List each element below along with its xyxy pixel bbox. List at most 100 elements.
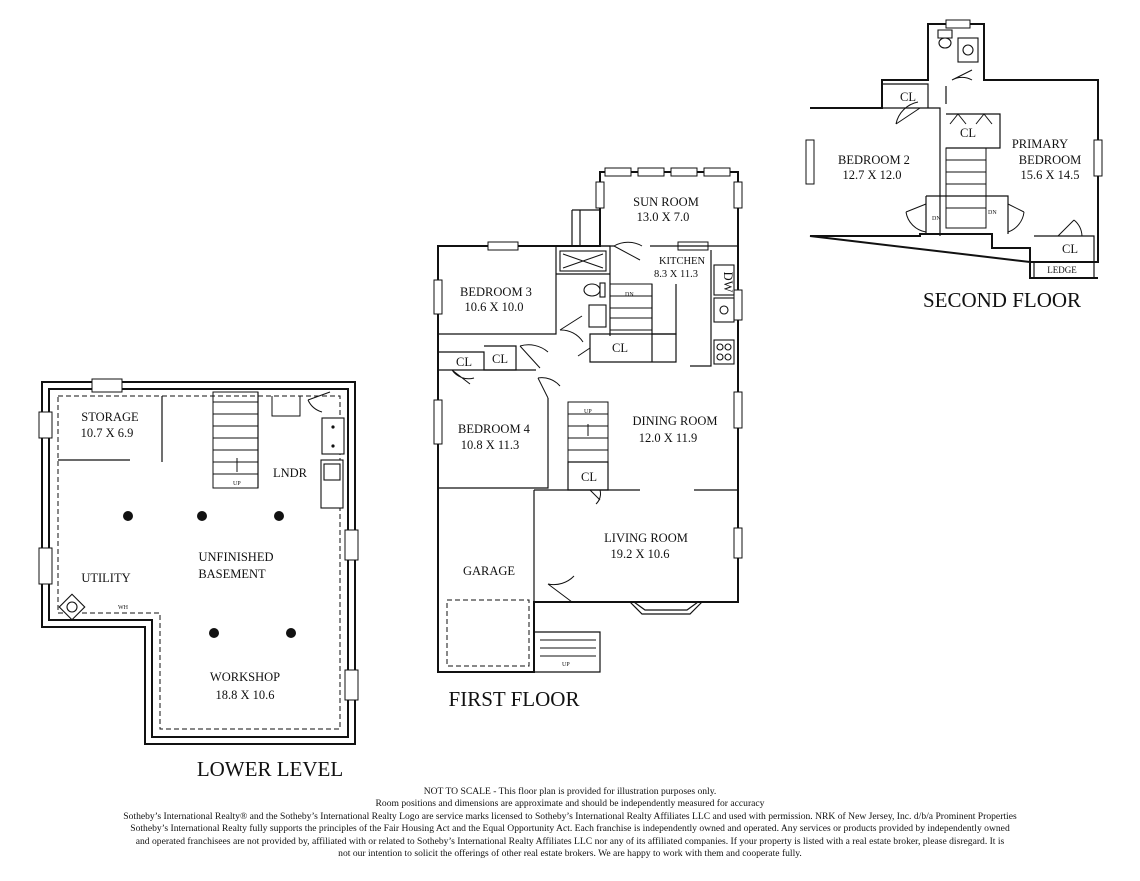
bed3-dims: 10.6 X 10.0	[464, 300, 523, 314]
floor-plan-drawing: UP STORAGE 10.7 X 6.9 LNDR UNFINISHED BA…	[38, 19, 1103, 781]
lower-stairs-up-label: UP	[233, 481, 241, 487]
disclaimer-line: and operated franchisees are not provide…	[135, 835, 1005, 847]
sunroom-window	[733, 181, 743, 209]
second-floor-title: SECOND FLOOR	[923, 288, 1081, 312]
bed4-name: BEDROOM 4	[458, 422, 531, 436]
bed4-dims: 10.8 X 11.3	[461, 438, 520, 452]
lower-window	[344, 669, 359, 701]
lower-inner-wall	[48, 388, 349, 738]
lndr-door	[307, 391, 331, 413]
dining-dims: 12.0 X 11.9	[639, 431, 698, 445]
second-outer-wall	[809, 23, 1099, 279]
living-name: LIVING ROOM	[604, 531, 688, 545]
stove	[713, 339, 735, 365]
primary-name-line1: PRIMARY	[1012, 137, 1068, 151]
lower-level-title: LOWER LEVEL	[197, 757, 343, 781]
main-stairs-up-label: UP	[584, 409, 592, 415]
second-window	[1093, 139, 1103, 177]
lower-stairs	[212, 391, 301, 489]
kitchen-name: KITCHEN	[659, 256, 705, 267]
storage-name: STORAGE	[81, 410, 139, 424]
wh-label: WH	[118, 605, 129, 611]
sunroom-window	[595, 181, 605, 209]
first-window	[487, 241, 519, 251]
lower-window	[91, 378, 123, 393]
first-window	[433, 279, 443, 315]
support-column	[209, 628, 219, 638]
sunroom-window	[637, 167, 665, 177]
second-toilet	[937, 29, 953, 39]
sunroom-dims: 13.0 X 7.0	[637, 210, 690, 224]
sunroom-window	[604, 167, 632, 177]
hall-closet-1: CL	[456, 355, 472, 369]
storage-dims: 10.7 X 6.9	[81, 426, 134, 440]
bed2-name: BEDROOM 2	[838, 153, 910, 167]
bay-window	[629, 601, 703, 615]
dishwasher	[713, 264, 735, 296]
sunroom-name: SUN ROOM	[633, 195, 699, 209]
lower-level-plan: UP STORAGE 10.7 X 6.9 LNDR UNFINISHED BA…	[38, 378, 359, 781]
lower-window	[38, 547, 53, 585]
lndr-name: LNDR	[273, 466, 308, 480]
first-window	[733, 391, 743, 429]
dining-name: DINING ROOM	[632, 414, 717, 428]
bed2-closet-door	[895, 101, 921, 125]
second-stairs-dn-left: DN	[932, 216, 941, 222]
lower-dashed-wall	[57, 395, 341, 730]
bed2-dims: 12.7 X 12.0	[842, 168, 901, 182]
lower-outer-wall	[41, 381, 356, 745]
support-column	[286, 628, 296, 638]
laundry-sink	[321, 417, 345, 455]
bed4-wall	[438, 369, 549, 489]
stair-closet-label: CL	[581, 470, 597, 484]
front-steps-up-label: UP	[562, 662, 570, 668]
disclaimer-line: NOT TO SCALE - This floor plan is provid…	[423, 786, 717, 797]
stair-door-right	[1007, 203, 1025, 233]
entry-door	[547, 575, 575, 603]
kitchen-closet-label: CL	[612, 341, 628, 355]
first-window	[733, 527, 743, 559]
toilet	[583, 283, 601, 297]
disclaimer-line: Room positions and dimensions are approx…	[375, 798, 765, 810]
first-window	[733, 289, 743, 321]
ledge-box	[1033, 261, 1095, 279]
disclaimer-line: not our intention to solicit the offerin…	[338, 848, 802, 860]
utility-name: UTILITY	[81, 571, 130, 585]
dishwasher-label: DW	[721, 272, 735, 293]
support-column	[197, 511, 207, 521]
kitchen-counter	[690, 250, 712, 367]
kitchen-stairs	[609, 283, 677, 335]
first-floor-title: FIRST FLOOR	[449, 687, 580, 711]
second-stairs-dn-right: DN	[988, 210, 997, 216]
front-steps	[534, 631, 601, 673]
sunroom-window	[703, 167, 731, 177]
lower-window	[344, 529, 359, 561]
basement-name-line2: BASEMENT	[198, 567, 266, 581]
kitchen-dims: 8.3 X 11.3	[654, 269, 698, 280]
bed3-wall	[438, 246, 557, 335]
sunroom-window	[670, 167, 698, 177]
storage-wall	[58, 396, 163, 462]
primary-dims: 15.6 X 14.5	[1020, 168, 1079, 182]
workshop-name: WORKSHOP	[210, 670, 280, 684]
garage-door-dashed	[446, 599, 530, 667]
center-closet-label: CL	[960, 126, 976, 140]
second-bath-window	[945, 19, 971, 29]
living-dims: 19.2 X 10.6	[610, 547, 669, 561]
bed3-door	[559, 315, 584, 343]
second-window	[805, 139, 815, 185]
disclaimer-text: NOT TO SCALE - This floor plan is provid…	[20, 786, 1120, 860]
stair-door-left	[905, 203, 927, 233]
bed2-closet-label: CL	[900, 90, 916, 104]
first-outer-wall	[437, 171, 739, 673]
first-floor-plan: DN DW UP	[433, 167, 743, 711]
rear-steps	[571, 209, 600, 246]
kitchen-closet	[589, 333, 677, 363]
support-column	[274, 511, 284, 521]
primary-name-line2: BEDROOM	[1019, 153, 1082, 167]
ledge-label: LEDGE	[1047, 265, 1077, 275]
hall-closet-door	[451, 369, 475, 385]
hall-door	[519, 344, 549, 369]
second-floor-plan: DN DN CL CL BEDROOM 2 12.7 X 12.0 PRIMAR…	[805, 19, 1103, 312]
sunroom-door	[613, 241, 643, 261]
